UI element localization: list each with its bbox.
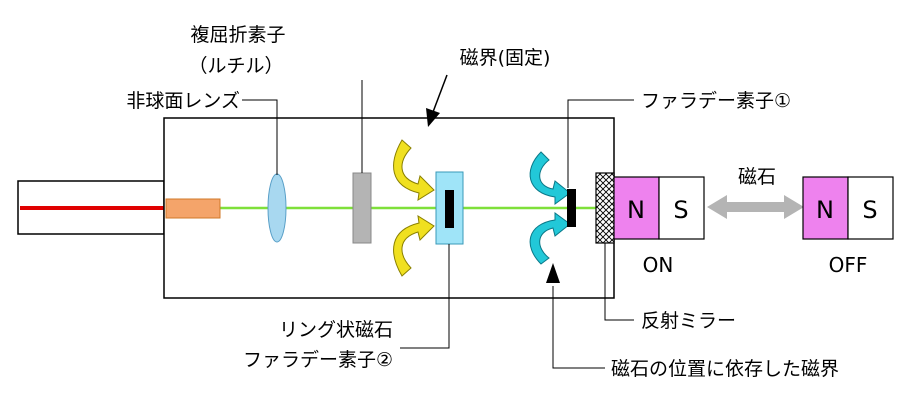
- variable-field-arrow-top: [529, 151, 571, 205]
- variable-field-arrow-bottom: [529, 212, 571, 265]
- fixed-field-arrow-bottom: [393, 215, 435, 277]
- reflective-mirror: [595, 172, 615, 244]
- magnet-off: N S: [802, 176, 894, 240]
- on-label: ON: [643, 253, 674, 277]
- birefringent-element: [352, 172, 372, 244]
- faraday-element-1: [567, 189, 576, 227]
- fixed-field-pointer: [426, 74, 448, 127]
- magnet-off-north-label: N: [816, 196, 834, 224]
- variable-field-label: 磁石の位置に依存した磁界: [611, 358, 839, 380]
- birefringent-label-1: 複屈折素子: [190, 24, 285, 46]
- fixed-field-arrow-top: [393, 139, 435, 201]
- magnet-on-north-label: N: [627, 196, 645, 224]
- magnet-off-south-label: S: [862, 196, 877, 224]
- ring-magnet-label: リング状磁石: [279, 319, 393, 341]
- mirror-label: 反射ミラー: [641, 310, 736, 332]
- magnet-movement-arrow: [707, 195, 804, 219]
- faraday2-label: ファラデー素子②: [243, 349, 393, 371]
- faraday1-label: ファラデー素子①: [641, 90, 791, 112]
- fixed-field-label: 磁界(固定): [460, 47, 551, 69]
- magnet-label: 磁石: [738, 166, 776, 188]
- off-label: OFF: [829, 253, 868, 277]
- aspheric-lens: [267, 173, 287, 243]
- aspheric-lens-label: 非球面レンズ: [126, 90, 240, 112]
- magnet-on: N S: [613, 176, 705, 240]
- ferrule: [165, 198, 221, 219]
- faraday-element-2: [435, 171, 464, 245]
- variable-field-pointer: [546, 263, 560, 283]
- birefringent-label-2: （ルチル）: [188, 55, 283, 77]
- optical-fiber: [17, 180, 165, 235]
- magnet-on-south-label: S: [673, 196, 688, 224]
- leader-lines: [242, 80, 634, 369]
